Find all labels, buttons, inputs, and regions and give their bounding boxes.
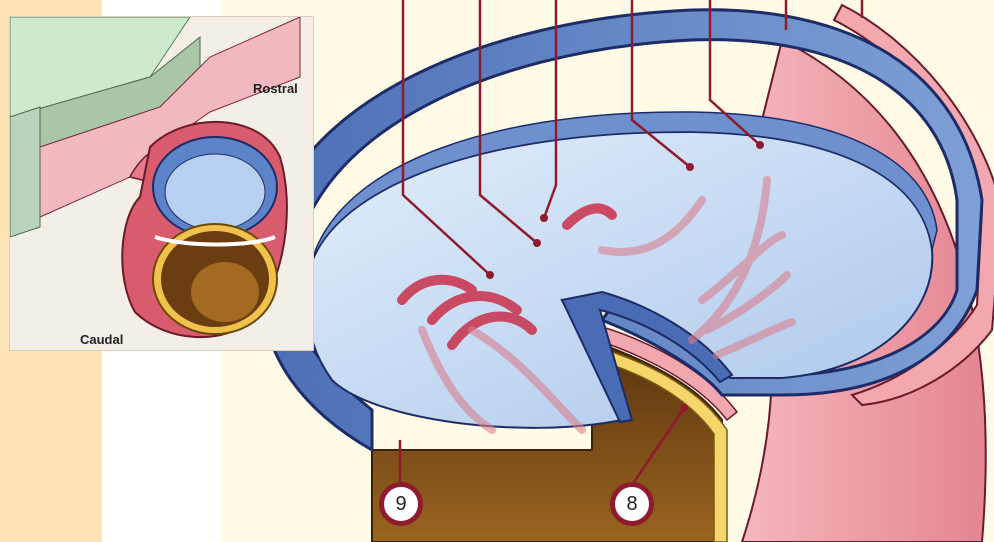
caudal-label: Caudal bbox=[80, 332, 123, 347]
inset-illustration-svg bbox=[10, 17, 313, 350]
callout-8: 8 bbox=[610, 482, 654, 526]
inset-block bbox=[10, 107, 40, 237]
inset-illustration: Rostral Caudal bbox=[10, 17, 313, 350]
rostral-label: Rostral bbox=[253, 81, 298, 96]
main-illustration bbox=[222, 0, 994, 542]
main-illustration-svg bbox=[222, 0, 994, 542]
callout-9: 9 bbox=[379, 482, 423, 526]
